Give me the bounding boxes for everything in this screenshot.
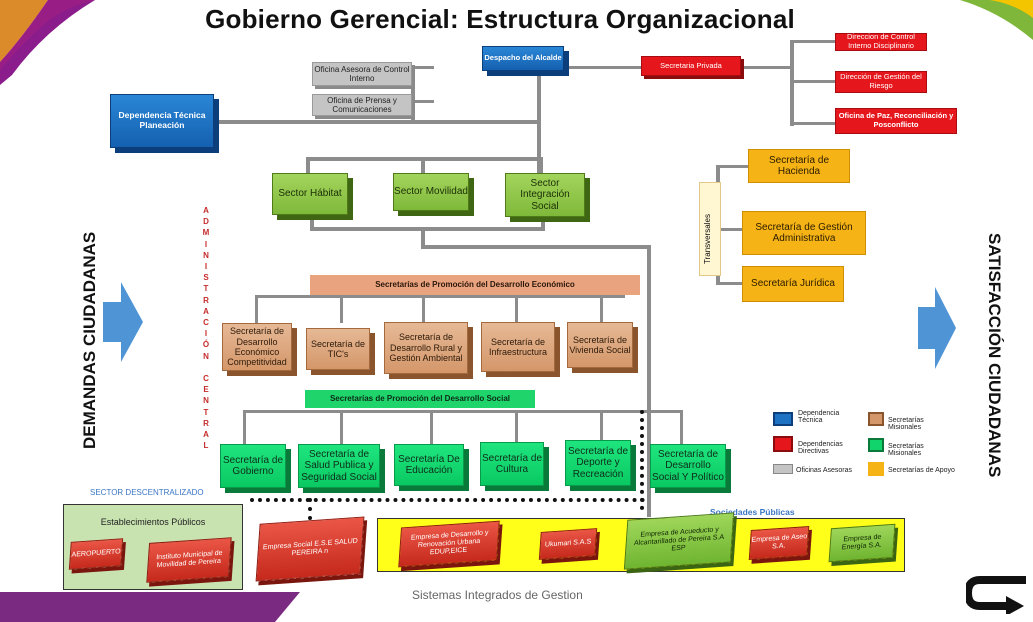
sociedades-header: Sociedades Públicas [710,507,795,517]
legend-asesoras-swatch [773,464,793,474]
return-arrow-icon[interactable] [966,572,1028,614]
empresa-social-box: Empresa Social E.S.E SALUD PEREIRA n [255,516,365,582]
legend-dependencia-label: Dependencia Técnica [798,410,840,424]
legend-asesoras-label: Oficinas Asesoras [796,467,853,474]
legend-directivas-label: Dependencias Directivas [798,441,843,455]
arrow-right-icon [918,287,956,369]
admin-central-letter: R [203,418,209,428]
sector-descentralizado-label: SECTOR DESCENTRALIZADO [90,488,204,497]
sector-movilidad-box: Sector Movilidad [393,173,469,211]
sec-desarrollo-rural-box: Secretaría de Desarrollo Rural y Gestión… [384,322,468,374]
satisfaccion-label: SATISFACCIÓN CIUDADANAS [985,232,1004,478]
legend-misionales-green-label: Secretarías Misionales [888,443,924,457]
empresa-aseo-box: Empresa de Aseo S.A. [748,526,810,560]
secretaria-gestion-administrativa-box: Secretaría de Gestión Administrativa [742,211,866,255]
sec-tics-box: Secretaría de TIC's [306,328,370,370]
sec-desarrollo-economico-box: Secretaría de Desarrollo Económico Compe… [222,323,292,371]
page-title: Gobierno Gerencial: Estructura Organizac… [205,4,795,34]
legend-apoyo-swatch [868,462,884,476]
admin-central-letter: C [203,374,209,384]
admin-central-letter: S [203,273,209,283]
sector-habitat-box: Sector Hábitat [272,173,348,215]
legend-misionales-tan-label: Secretarías Misionales [888,417,924,431]
admin-central-letter: L [203,441,209,451]
admin-central-letter: A [203,430,209,440]
empresa-acueducto-box: Empresa de Acueducto y Alcantarillado de… [623,512,735,570]
dependencia-tecnica-box: Dependencia Técnica Planeación [110,94,214,148]
empresa-energia-box: Empresa de Energía S.A. [828,523,896,563]
legend-dependencia-swatch [773,412,793,426]
legend-misionales-tan-swatch [868,412,884,426]
sec-vivienda-box: Secretaría de Vivienda Social [567,322,633,368]
oficina-prensa-box: Oficina de Prensa y Comunicaciones [312,94,412,116]
oficina-paz-box: Oficina de Paz, Reconciliación y Posconf… [835,108,957,134]
admin-central-letter: E [203,385,209,395]
gestion-riesgo-box: Dirección de Gestión del Riesgo [835,71,927,93]
ukumari-box: Ukumari S.A.S [538,528,598,560]
legend-directivas-swatch [773,436,793,452]
admin-central-letter: R [203,295,209,305]
legend-misionales-green-swatch [868,438,884,452]
admin-central-letter: N [203,396,209,406]
sec-cultura-box: Secretaría de Cultura [480,442,544,486]
admin-central-letter: T [203,284,209,294]
secretaria-hacienda-box: Secretaría de Hacienda [748,149,850,183]
secretaria-privada-box: Secretaria Privada [641,56,741,76]
control-disciplinario-box: Direccion de Control Interno Disciplinar… [835,33,927,51]
sector-integracion-box: Sector Integración Social [505,173,585,217]
sec-gobierno-box: Secretaría de Gobierno [220,444,286,488]
transversales-label: Transversales [703,214,712,264]
admin-central-letter: D [203,217,209,227]
admin-central-letter: N [203,250,209,260]
aeropuerto-box: AEROPUERTO [68,538,124,570]
establecimientos-header: Establecimientos Públicos [100,516,206,527]
admin-central-letter: A [203,306,209,316]
admin-central-letter: Ó [202,340,210,350]
legend-apoyo-label: Secretarías de Apoyo [888,467,955,474]
empresa-renovacion-urbana-box: Empresa de Desarrollo y Renovación Urban… [398,520,500,568]
instituto-movilidad-box: Instituto Municipal de Movilidad de Pere… [146,537,232,583]
sec-salud-box: Secretaría de Salud Publica y Seguridad … [298,444,380,488]
oficina-control-interno-box: Oficina Asesora de Control Interno [312,62,412,86]
admin-central-letter: T [203,407,209,417]
sec-desarrollo-social-box: Secretaría de Desarrollo Social Y Políti… [650,444,726,488]
demandas-label: DEMANDAS CIUDADANAS [80,231,99,449]
admin-central-letter: A [203,206,209,215]
sec-deporte-box: Secretaría de Deporte y Recreación [565,440,631,486]
promo-economico-header: Secretarías de Promoción del Desarrollo … [310,275,640,295]
admin-central-letter: I [204,239,208,249]
secretaria-juridica-box: Secretaría Jurídica [742,266,844,302]
sec-educacion-box: Secretaría De Educación [394,444,464,486]
admin-central-letter: M [202,228,210,238]
admin-central-letter: I [204,329,208,339]
admin-central-letter [200,362,212,373]
arrow-right-icon [103,282,143,362]
sec-infraestructura-box: Secretaría de Infraestructura [481,322,555,372]
promo-social-header: Secretarías de Promoción del Desarrollo … [305,390,535,408]
admin-central-letter: N [203,351,209,361]
footer-text: Sistemas Integrados de Gestion [412,588,583,602]
despacho-alcalde-box: Despacho del Alcalde [482,46,564,71]
transversales-box [699,182,721,276]
admin-central-letter: C [203,318,209,328]
admin-central-letter: I [204,262,208,272]
